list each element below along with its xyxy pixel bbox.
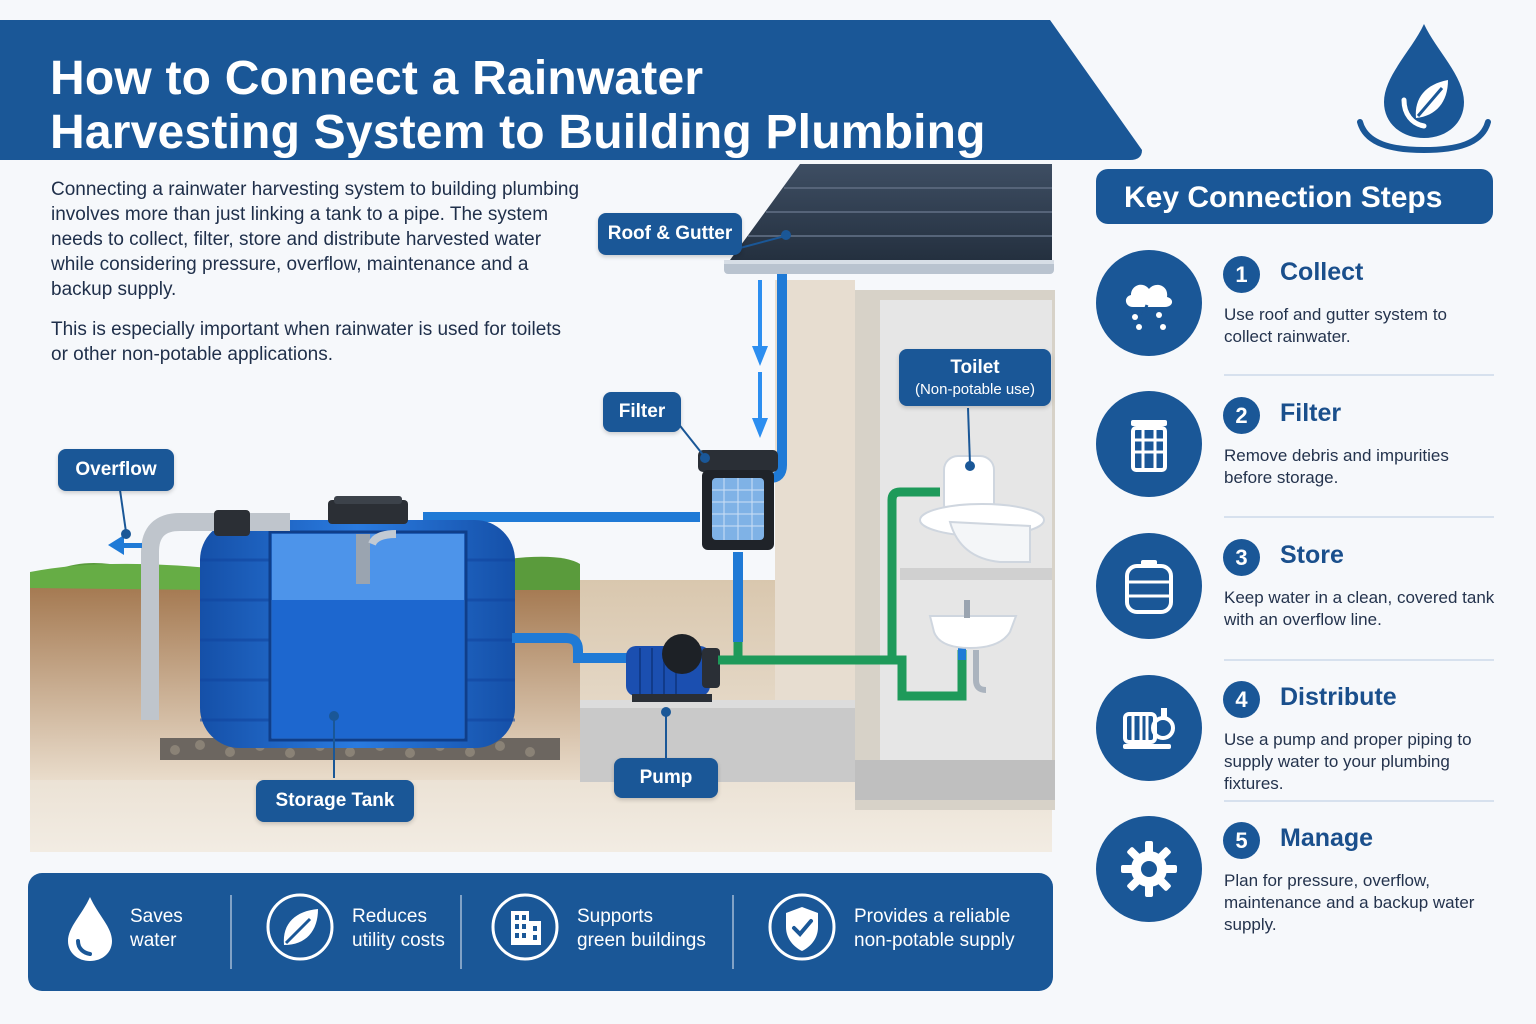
benefit-line2: utility costs: [352, 930, 445, 951]
step-title: Collect: [1280, 258, 1364, 286]
label-toilet-text: Toilet: [950, 357, 1000, 378]
filter-unit: [698, 450, 778, 550]
tank-icon: [1096, 533, 1202, 639]
supply-pipe-main: [718, 487, 940, 665]
step-divider: [1224, 800, 1494, 802]
supply-pipe-sink: [892, 650, 967, 701]
step-description: Keep water in a clean, covered tank with…: [1224, 588, 1495, 629]
step-number: 2: [1223, 397, 1260, 434]
label-storage-tank-text: Storage Tank: [275, 790, 395, 811]
step-description: Use a pump and proper piping to supply w…: [1224, 730, 1472, 793]
benefit-line2: water: [130, 930, 177, 951]
page-title: How to Connect a Rainwater Harvesting Sy…: [50, 52, 1050, 160]
step-divider: [1224, 659, 1494, 661]
storage-tank: [200, 496, 515, 748]
benefit-separator: [230, 895, 232, 969]
label-roof-gutter-text: Roof & Gutter: [607, 223, 733, 244]
toilet: [919, 455, 1045, 563]
house-wall: [775, 280, 855, 700]
label-pump: Pump: [614, 758, 718, 798]
system-illustration: [30, 164, 1055, 852]
rain-flow-arrows: [752, 280, 768, 438]
benefit-line1: Reduces: [352, 906, 427, 927]
step-store: 3 Store Keep water in a clean, covered t…: [1096, 533, 1496, 653]
page-title-line1: How to Connect a Rainwater: [50, 52, 704, 105]
filter-grid-icon: [1096, 391, 1202, 497]
step-title: Manage: [1280, 824, 1374, 852]
label-toilet: Toilet (Non-potable use): [899, 349, 1051, 406]
step-title: Distribute: [1280, 683, 1397, 711]
benefit-line1: Provides a reliable: [854, 906, 1011, 927]
page-title-line2: Harvesting System to Building Plumbing: [50, 106, 986, 159]
step-collect: 1 Collect Use roof and gutter system to …: [1096, 250, 1496, 370]
intro-text: Connecting a rainwater harvesting system…: [51, 177, 581, 382]
step-description: Use roof and gutter system to collect ra…: [1224, 305, 1447, 346]
gear-icon: [1096, 816, 1202, 922]
water-drop-icon: [60, 893, 130, 963]
step-filter: 2 Filter Remove debris and impurities be…: [1096, 391, 1496, 511]
rain-cloud-icon: [1096, 250, 1202, 356]
header-banner: How to Connect a Rainwater Harvesting Sy…: [0, 20, 1142, 160]
label-roof-gutter: Roof & Gutter: [598, 213, 742, 255]
benefit-text: Saves water: [130, 905, 183, 953]
benefit-line2: green buildings: [577, 930, 706, 951]
system-diagram: Roof & Gutter Filter Overflow Toilet (No…: [0, 160, 1060, 860]
label-overflow: Overflow: [58, 449, 174, 491]
step-distribute: 4 Distribute Use a pump and proper pipin…: [1096, 675, 1496, 795]
label-filter-text: Filter: [618, 401, 666, 422]
step-number: 3: [1223, 539, 1260, 576]
pump-icon: [1096, 675, 1202, 781]
sink: [928, 600, 1018, 693]
water-drop-leaf-icon: [1352, 14, 1496, 154]
pump-unit: [626, 634, 720, 702]
building-icon: [491, 893, 561, 963]
step-divider: [1224, 516, 1494, 518]
steps-panel-title: Key Connection Steps: [1096, 169, 1493, 224]
step-number: 4: [1223, 681, 1260, 718]
benefit-text: Reduces utility costs: [352, 905, 445, 953]
label-filter: Filter: [603, 392, 681, 432]
benefit-text: Supports green buildings: [577, 905, 706, 953]
benefit-text: Provides a reliable non-potable supply: [854, 905, 1015, 953]
benefits-bar: Saves water Reduces utility costs: [28, 873, 1053, 991]
step-number: 5: [1223, 822, 1260, 859]
intro-paragraph-2: This is especially important when rainwa…: [51, 319, 562, 365]
step-description: Plan for pressure, overflow, maintenance…: [1224, 871, 1475, 934]
tank-to-pump-pipe: [512, 633, 632, 663]
label-overflow-text: Overflow: [75, 459, 157, 480]
shield-check-icon: [768, 893, 838, 963]
intro-paragraph-1: Connecting a rainwater harvesting system…: [51, 179, 580, 300]
step-title: Filter: [1280, 399, 1342, 427]
benefit-line2: non-potable supply: [854, 930, 1015, 951]
benefit-separator: [460, 895, 462, 969]
overflow-arrow: [108, 535, 142, 555]
step-title: Store: [1280, 541, 1344, 569]
step-number: 1: [1223, 256, 1260, 293]
label-pump-text: Pump: [639, 767, 693, 788]
step-description: Remove debris and impurities before stor…: [1224, 446, 1449, 487]
overflow-pipe: [141, 510, 290, 720]
step-manage: 5 Manage Plan for pressure, overflow, ma…: [1096, 816, 1496, 936]
benefit-line1: Supports: [577, 906, 654, 927]
benefit-line1: Saves: [130, 906, 183, 927]
leaf-icon: [266, 893, 336, 963]
label-storage-tank: Storage Tank: [256, 780, 414, 822]
benefit-separator: [732, 895, 734, 969]
header-banner-shape: [0, 20, 1142, 160]
step-divider: [1224, 374, 1494, 376]
downpipe: [760, 274, 787, 483]
label-toilet-subtext: (Non-potable use): [914, 381, 1036, 398]
